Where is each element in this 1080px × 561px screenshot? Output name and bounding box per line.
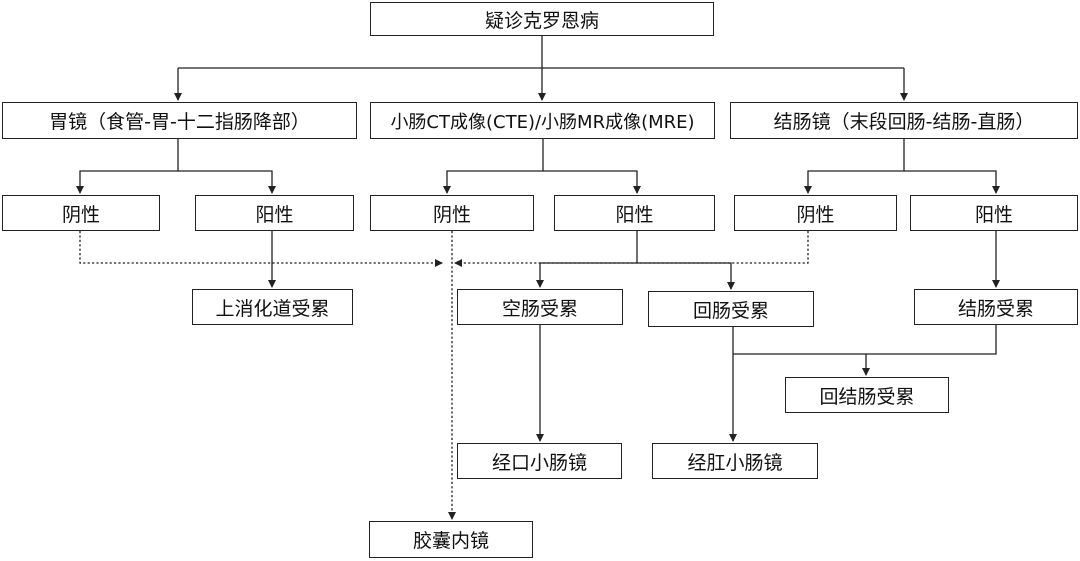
node-anal-enteroscopy: 经肛小肠镜 xyxy=(652,443,818,479)
node-jejunum-involvement: 空肠受累 xyxy=(457,289,623,325)
node-ileocolon-involvement: 回结肠受累 xyxy=(785,377,949,413)
node-gastro-negative: 阴性 xyxy=(2,195,160,231)
node-colon-positive: 阳性 xyxy=(910,195,1078,231)
node-imaging-positive: 阳性 xyxy=(554,195,715,231)
node-colonoscopy: 结肠镜（末段回肠-结肠-直肠） xyxy=(730,102,1078,139)
node-gastro-positive: 阳性 xyxy=(195,195,354,231)
node-gastroscopy: 胃镜（食管-胃-十二指肠降部） xyxy=(2,102,357,139)
node-colon-negative: 阴性 xyxy=(734,195,897,231)
node-oral-enteroscopy: 经口小肠镜 xyxy=(457,443,622,479)
node-colon-involvement: 结肠受累 xyxy=(914,289,1078,325)
node-imaging-negative: 阴性 xyxy=(370,195,534,231)
node-suspected-crohns: 疑诊克罗恩病 xyxy=(370,2,714,36)
node-upper-gi-involvement: 上消化道受累 xyxy=(192,289,353,325)
node-capsule-endoscopy: 胶囊内镜 xyxy=(369,521,533,558)
node-ileum-involvement: 回肠受累 xyxy=(648,291,814,327)
node-small-bowel-imaging: 小肠CT成像(CTE)/小肠MR成像(MRE) xyxy=(370,102,715,139)
